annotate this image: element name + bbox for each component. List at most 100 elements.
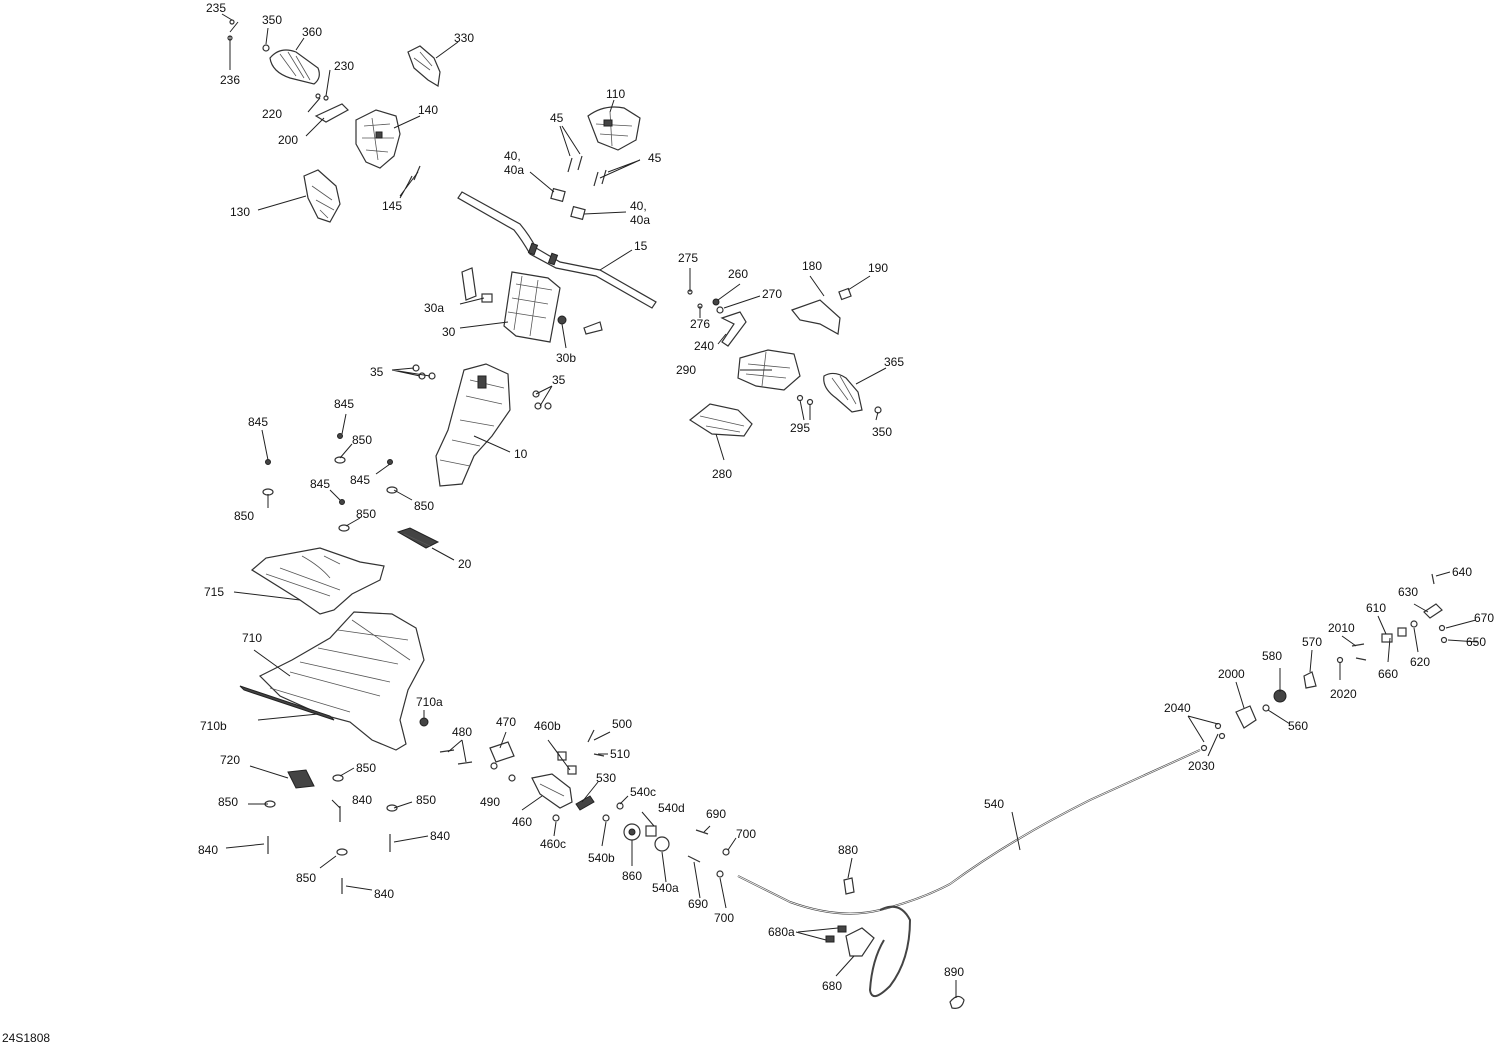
part-clip-570-icon	[1303, 671, 1317, 689]
callout-220: 220	[262, 107, 282, 121]
part-screw-45d-icon	[601, 169, 607, 185]
callout-130: 130	[230, 205, 250, 219]
callout-260: 260	[728, 267, 748, 281]
part-screw-45c-icon	[593, 171, 599, 187]
part-washer-2020-icon	[1336, 656, 1344, 664]
part-clip-460b-a-icon	[557, 751, 567, 761]
callout-45a: 45	[550, 111, 564, 125]
callout-570: 570	[1302, 635, 1322, 649]
callout-235: 235	[206, 1, 226, 15]
callout-290: 290	[676, 363, 696, 377]
callout-280: 280	[712, 467, 732, 481]
part-switch-housing-icon	[355, 109, 401, 169]
callout-620: 620	[1410, 655, 1430, 669]
callout-360: 360	[302, 25, 322, 39]
callout-180: 180	[802, 259, 822, 273]
callout-236: 236	[220, 73, 240, 87]
callout-720: 720	[220, 753, 240, 767]
callout-540d: 540d	[658, 801, 685, 815]
part-right-top-housing-icon	[587, 106, 641, 151]
callout-20: 20	[458, 557, 472, 571]
part-sleeve-610-icon	[1381, 633, 1393, 643]
callout-540a: 540a	[652, 881, 679, 895]
callout-365: 365	[884, 355, 904, 369]
part-ring-540b-icon	[602, 814, 610, 822]
callout-845c: 845	[350, 473, 370, 487]
part-washer-850e-icon	[332, 774, 344, 782]
callout-200: 200	[278, 133, 298, 147]
part-clip-190-icon	[838, 287, 852, 301]
callout-850f: 850	[218, 795, 238, 809]
part-top-plate-715-icon	[250, 547, 385, 615]
callout-275: 275	[678, 251, 698, 265]
part-spacer-540d-icon	[645, 825, 657, 837]
part-nut-845a-icon	[265, 459, 271, 465]
callout-710b: 710b	[200, 719, 227, 733]
callout-710a: 710a	[416, 695, 443, 709]
callout-40b-line2: 40a	[630, 213, 650, 227]
callout-500: 500	[612, 717, 632, 731]
part-clamp-40a-icon	[550, 187, 566, 203]
callout-560: 560	[1288, 719, 1308, 733]
part-sleeve-660-icon	[1397, 627, 1407, 637]
callout-850c: 850	[414, 499, 434, 513]
callout-2010: 2010	[1328, 621, 1355, 635]
part-block-720-icon	[287, 769, 315, 789]
part-nut-845b-icon	[337, 433, 343, 439]
callout-35a: 35	[370, 365, 384, 379]
callout-540b: 540b	[588, 851, 615, 865]
callout-850e: 850	[356, 761, 376, 775]
part-bushing-540a-icon	[654, 836, 670, 852]
callout-10: 10	[514, 447, 528, 461]
callout-295: 295	[790, 421, 810, 435]
callout-480: 480	[452, 725, 472, 739]
part-spring-530-icon	[575, 795, 595, 811]
part-screw-2040-icon	[1200, 744, 1208, 752]
callout-540c: 540c	[630, 785, 656, 799]
callout-840b: 840	[198, 843, 218, 857]
callout-840d: 840	[374, 887, 394, 901]
callout-700b: 700	[714, 911, 734, 925]
callout-880: 880	[838, 843, 858, 857]
part-bolt-35f-icon	[544, 402, 552, 410]
part-adjuster-630-icon	[1423, 603, 1443, 619]
callout-30b: 30b	[556, 351, 576, 365]
part-nut-260-icon	[712, 298, 720, 306]
part-bolt-2010a-icon	[1351, 643, 1365, 647]
part-console-710-icon	[239, 611, 425, 751]
callout-240: 240	[694, 339, 714, 353]
part-throttle-cover-icon	[791, 299, 841, 335]
callout-350b: 350	[872, 425, 892, 439]
part-bolt-35e-icon	[534, 402, 542, 410]
callout-840a: 840	[352, 793, 372, 807]
callout-690b: 690	[688, 897, 708, 911]
part-nut-540c-icon	[616, 802, 624, 810]
part-nut-845d-icon	[339, 499, 345, 505]
part-throttle-cable-540-icon	[737, 749, 1201, 997]
callout-860: 860	[622, 869, 642, 883]
callout-845a: 845	[248, 415, 268, 429]
callout-35b: 35	[552, 373, 566, 387]
part-washer-850c-icon	[386, 486, 398, 494]
callout-270: 270	[762, 287, 782, 301]
callout-labels: 235 236 350 360 330 230 220 200 140 145 …	[198, 1, 1494, 993]
part-right-lever-icon	[720, 311, 747, 347]
callout-2020: 2020	[1330, 687, 1357, 701]
callout-580: 580	[1262, 649, 1282, 663]
callout-850d: 850	[356, 507, 376, 521]
callout-850a: 850	[352, 433, 372, 447]
part-right-grip-icon	[823, 372, 863, 413]
callout-670: 670	[1474, 611, 1494, 625]
part-clip-460b-b-icon	[567, 765, 577, 775]
callout-715: 715	[204, 585, 224, 599]
callout-15: 15	[634, 239, 648, 253]
document-id: 24S1808	[2, 1031, 51, 1045]
callout-610: 610	[1366, 601, 1386, 615]
part-housing-2000-icon	[1235, 705, 1257, 729]
part-screw-220-icon	[315, 93, 321, 99]
part-bolt-2010b-icon	[1355, 657, 1367, 661]
callout-330: 330	[454, 31, 474, 45]
callout-350a: 350	[262, 13, 282, 27]
part-steering-column-icon	[435, 363, 511, 487]
